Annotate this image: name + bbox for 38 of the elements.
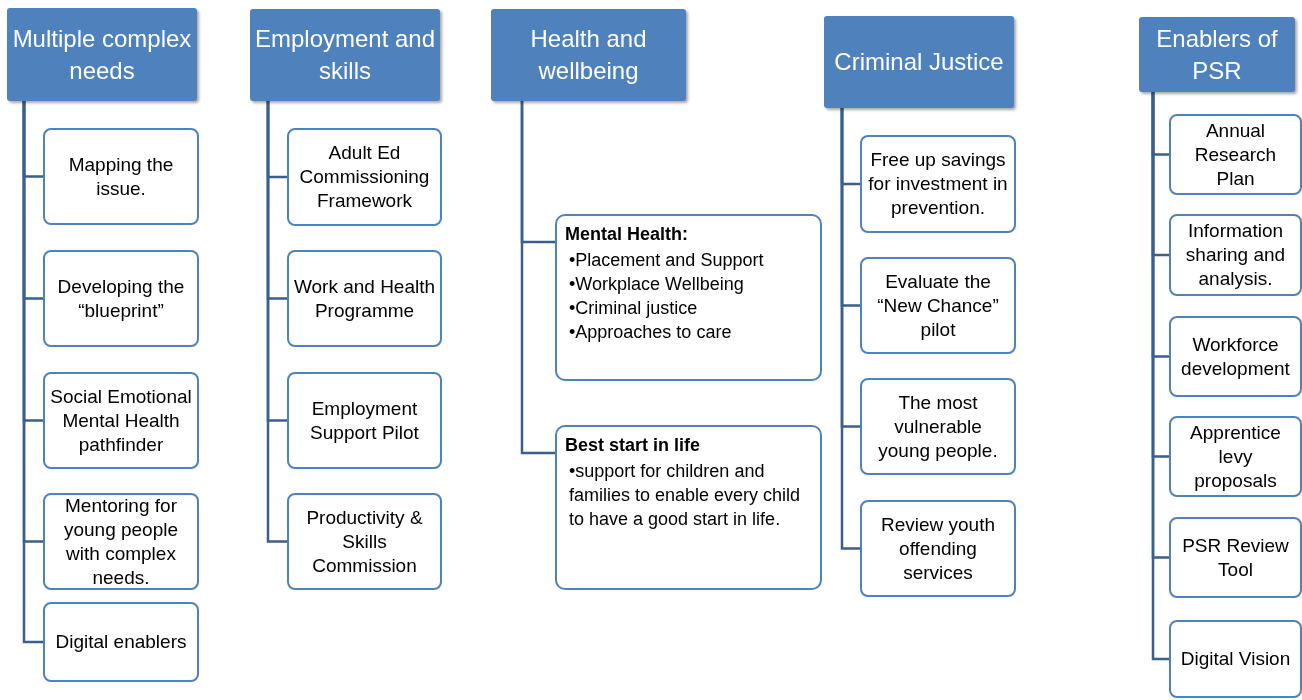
connector-line <box>840 108 860 550</box>
task-box: Digital enablers <box>43 602 199 682</box>
bullet-item: •Placement and Support <box>568 249 765 272</box>
card-heading: Best start in life <box>565 434 702 457</box>
card-heading: Mental Health: <box>565 223 689 246</box>
category-header: Criminal Justice <box>824 16 1014 108</box>
category-header: Health and wellbeing <box>491 9 686 101</box>
category-header: Enablers of PSR <box>1139 17 1295 92</box>
task-box: Employment Support Pilot <box>287 372 442 469</box>
task-box: Apprentice levy proposals <box>1169 416 1302 497</box>
topic-card <box>555 425 822 590</box>
task-box: Annual Research Plan <box>1169 114 1302 195</box>
task-box: The most vulnerable young people. <box>860 378 1016 475</box>
task-box: Mentoring for young people with complex needs. <box>43 493 199 590</box>
topic-card <box>555 214 822 381</box>
bullet-item: •Approaches to care <box>568 321 733 344</box>
connector-line <box>520 101 555 455</box>
task-box: Free up savings for investment in prevention. <box>860 135 1016 233</box>
connector-line <box>22 101 43 644</box>
bullet-item: •Workplace Wellbeing <box>568 273 745 296</box>
task-box: Information sharing and analysis. <box>1169 214 1302 296</box>
task-box: Digital Vision <box>1169 620 1302 698</box>
task-box: Workforce development <box>1169 316 1302 397</box>
task-box: PSR Review Tool <box>1169 517 1302 598</box>
category-header: Multiple complex needs <box>7 8 197 101</box>
category-header: Employment and skills <box>250 9 440 101</box>
task-box: Productivity & Skills Commission <box>287 493 442 590</box>
task-box: Developing the “blueprint” <box>43 250 199 347</box>
task-box: Social Emotional Mental Health pathfinder <box>43 372 199 469</box>
task-box: Work and Health Programme <box>287 250 442 347</box>
task-box: Adult Ed Commissioning Framework <box>287 128 442 226</box>
task-box: Review youth offending services <box>860 500 1016 597</box>
connector-line <box>1151 92 1169 661</box>
connector-line <box>266 101 287 543</box>
task-box: Mapping the issue. <box>43 128 199 225</box>
bullet-item: •Criminal justice <box>568 297 699 320</box>
task-box: Evaluate the “New Chance” pilot <box>860 257 1016 354</box>
bullet-item: •support for children and families to enable every child to have a good start in life. <box>568 460 802 531</box>
